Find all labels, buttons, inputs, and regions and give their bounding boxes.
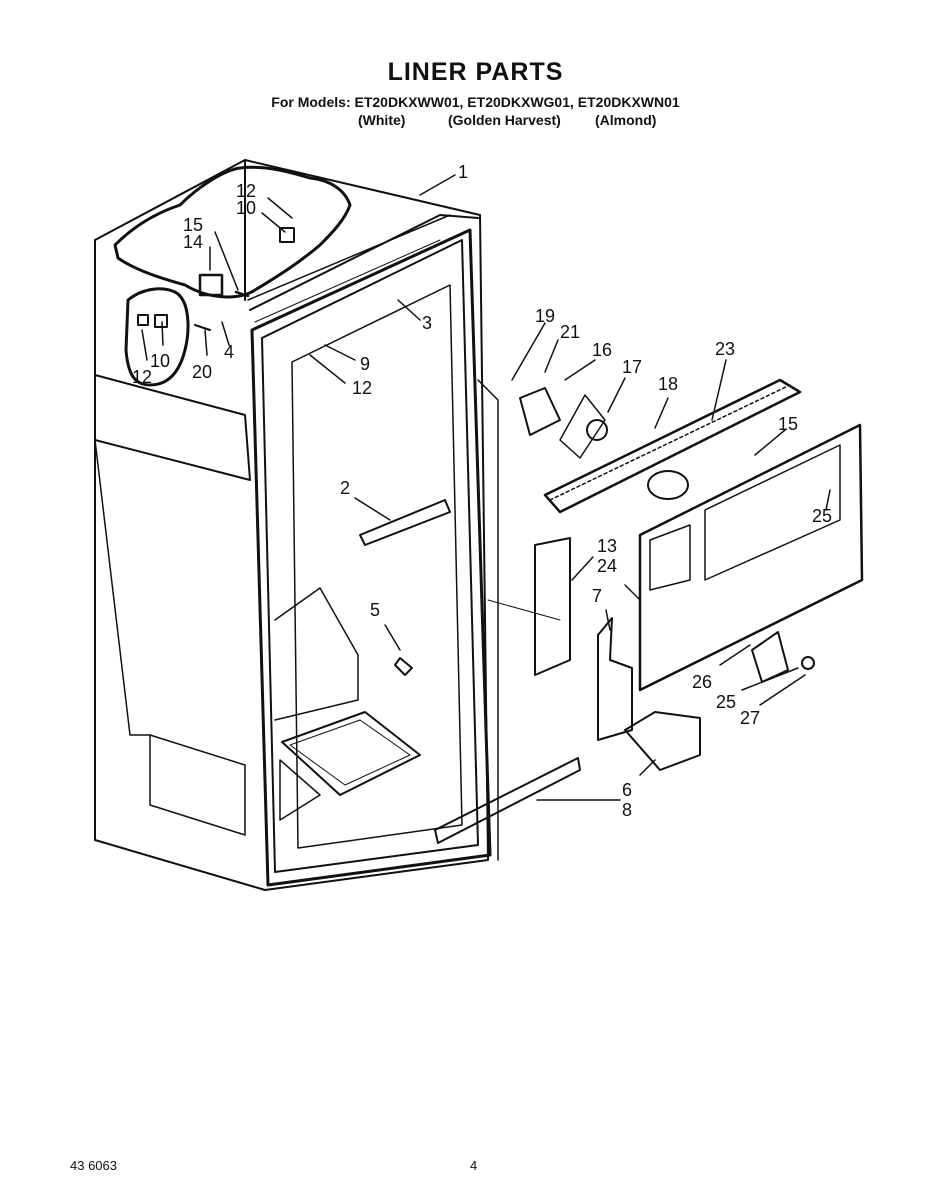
callout-12: 12 — [236, 181, 256, 201]
callout-24: 24 — [597, 556, 617, 576]
callout-7: 7 — [592, 586, 602, 606]
page-title: LINER PARTS — [387, 58, 564, 86]
callout-5: 5 — [370, 600, 380, 620]
callout-25b: 25 — [716, 692, 736, 712]
callout-16: 16 — [592, 340, 612, 360]
callout-2: 2 — [340, 478, 350, 498]
callout-13: 13 — [597, 536, 617, 556]
callout-9: 9 — [360, 354, 370, 374]
callout-4: 4 — [224, 342, 234, 362]
callout-20: 20 — [192, 362, 212, 382]
callout-15b: 15 — [778, 414, 798, 434]
callout-labels: 1 12 10 15 14 3 19 21 16 17 18 23 15 9 1… — [132, 162, 832, 820]
callout-21: 21 — [560, 322, 580, 342]
callout-14: 14 — [183, 232, 203, 252]
liner-assembly — [94, 159, 561, 891]
callout-10b: 10 — [150, 351, 170, 371]
callout-23: 23 — [715, 339, 735, 359]
page-number: 4 — [470, 1158, 478, 1173]
top-cutaway-detail — [113, 165, 352, 387]
callout-15: 15 — [183, 215, 203, 235]
callout-26: 26 — [692, 672, 712, 692]
callout-18: 18 — [658, 374, 678, 394]
callout-19: 19 — [535, 306, 555, 326]
color-almond: (Almond) — [595, 112, 657, 128]
callout-12c: 12 — [132, 367, 152, 387]
callout-12b: 12 — [352, 378, 372, 398]
callout-25: 25 — [812, 506, 832, 526]
color-white: (White) — [358, 112, 406, 128]
color-golden-harvest: (Golden Harvest) — [448, 112, 561, 128]
callout-6: 6 — [622, 780, 632, 800]
callout-27: 27 — [740, 708, 760, 728]
models-line: For Models: ET20DKXWW01, ET20DKXWG01, ET… — [271, 94, 680, 110]
leader-lines — [141, 174, 831, 801]
callout-17: 17 — [622, 357, 642, 377]
callout-8: 8 — [622, 800, 632, 820]
evaporator-cover-assembly — [359, 378, 864, 844]
callout-10: 10 — [236, 198, 256, 218]
callout-3: 3 — [422, 313, 432, 333]
callout-1: 1 — [458, 162, 468, 182]
document-number: 43 6063 — [70, 1158, 117, 1173]
